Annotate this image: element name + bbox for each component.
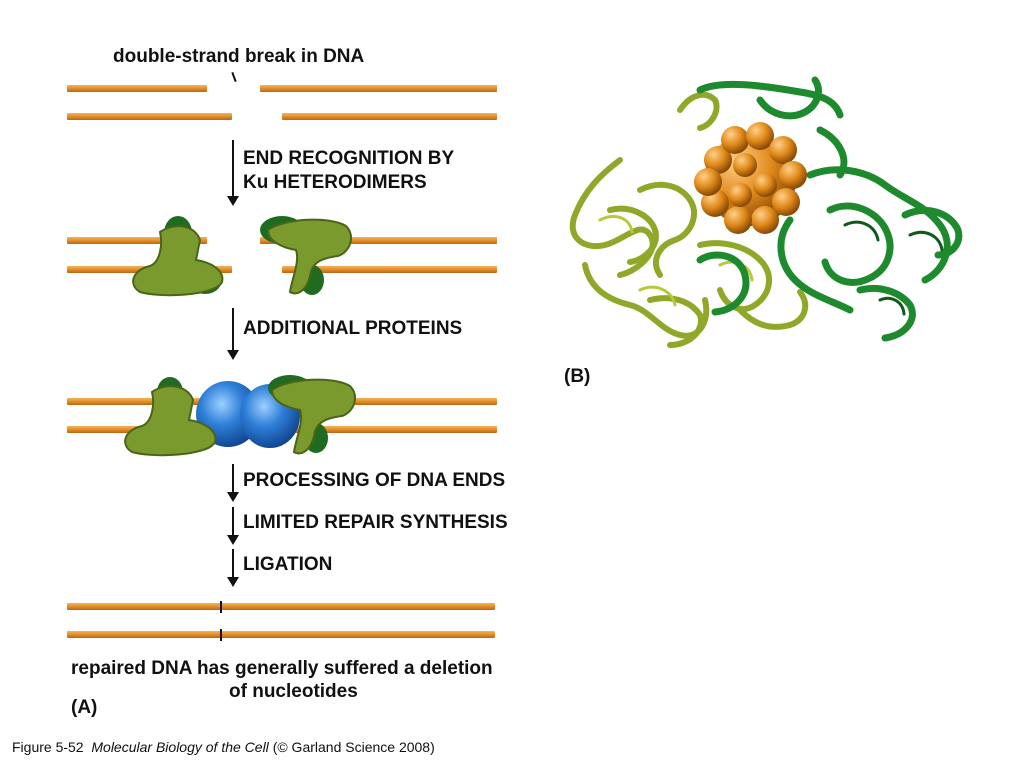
dna-strand (67, 603, 495, 610)
ligation-junction-mark (220, 629, 222, 641)
panel-b-label: (B) (564, 366, 591, 387)
step-arrow (227, 308, 239, 360)
step-arrow (227, 549, 239, 587)
ku-heterodimer-left-shape (132, 216, 224, 297)
step-arrow (227, 464, 239, 502)
step-arrow (227, 140, 239, 206)
step-additional-proteins: ADDITIONAL PROTEINS (243, 318, 463, 339)
ligation-junction-mark (220, 601, 222, 613)
additional-protein-complex-shape (124, 375, 357, 457)
step-ligation: LIGATION (243, 554, 333, 575)
dna-strand-segment (67, 237, 207, 244)
dna-strand-segment (260, 398, 497, 405)
step-processing-dna-ends: PROCESSING OF DNA ENDS (243, 470, 506, 491)
copyright-credit: (© Garland Science 2008) (272, 739, 435, 755)
step-limited-repair-synthesis: LIMITED REPAIR SYNTHESIS (243, 512, 508, 533)
book-title: Molecular Biology of the Cell (91, 739, 269, 755)
step-end-recognition-line1: END RECOGNITION BY (243, 148, 455, 169)
result-text-line1: repaired DNA has generally suffered a de… (71, 658, 493, 679)
dna-strand-segment (282, 426, 497, 433)
dna-strand-segment (260, 85, 497, 92)
panel-a-label: (A) (71, 697, 98, 718)
ku-ribbon-structure-image (569, 76, 963, 348)
dna-strand-segment (67, 398, 207, 405)
result-text-line2: of nucleotides (229, 681, 358, 702)
break-heading: double-strand break in DNA (113, 46, 365, 67)
dna-strand-segment (67, 85, 207, 92)
dna-strand-segment (282, 266, 497, 273)
step-arrow (227, 507, 239, 545)
dna-strand-segment (67, 113, 232, 120)
figure-caption: Figure 5-52 Molecular Biology of the Cel… (12, 739, 435, 755)
dna-strand-segment (260, 237, 497, 244)
dna-strand (67, 631, 495, 638)
dna-strand-segment (282, 113, 497, 120)
step-end-recognition-line2: Ku HETERODIMERS (243, 172, 427, 193)
figure-number: Figure 5-52 (12, 739, 84, 755)
ku-heterodimer-right-shape (260, 216, 353, 295)
